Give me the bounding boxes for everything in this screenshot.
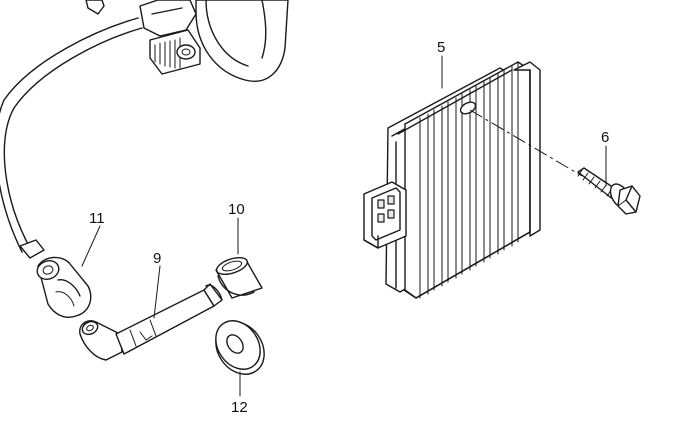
callout-6: 6 xyxy=(601,129,609,146)
callout-11: 11 xyxy=(89,210,105,227)
spark-plug-cap xyxy=(36,256,92,318)
callout-9: 9 xyxy=(153,250,161,267)
callout-5: 5 xyxy=(437,39,445,56)
callout-10: 10 xyxy=(228,201,245,218)
regulator-connector xyxy=(363,181,407,249)
plug-terminal xyxy=(79,283,223,361)
washer xyxy=(215,320,265,375)
high-tension-cable xyxy=(0,17,143,259)
mounting-bolt xyxy=(469,109,641,215)
coil-terminal-block xyxy=(149,29,201,75)
sleeve xyxy=(215,257,263,299)
ignition-coil xyxy=(85,0,289,82)
regulator-rectifier xyxy=(363,61,541,299)
callout-12: 12 xyxy=(231,399,248,416)
